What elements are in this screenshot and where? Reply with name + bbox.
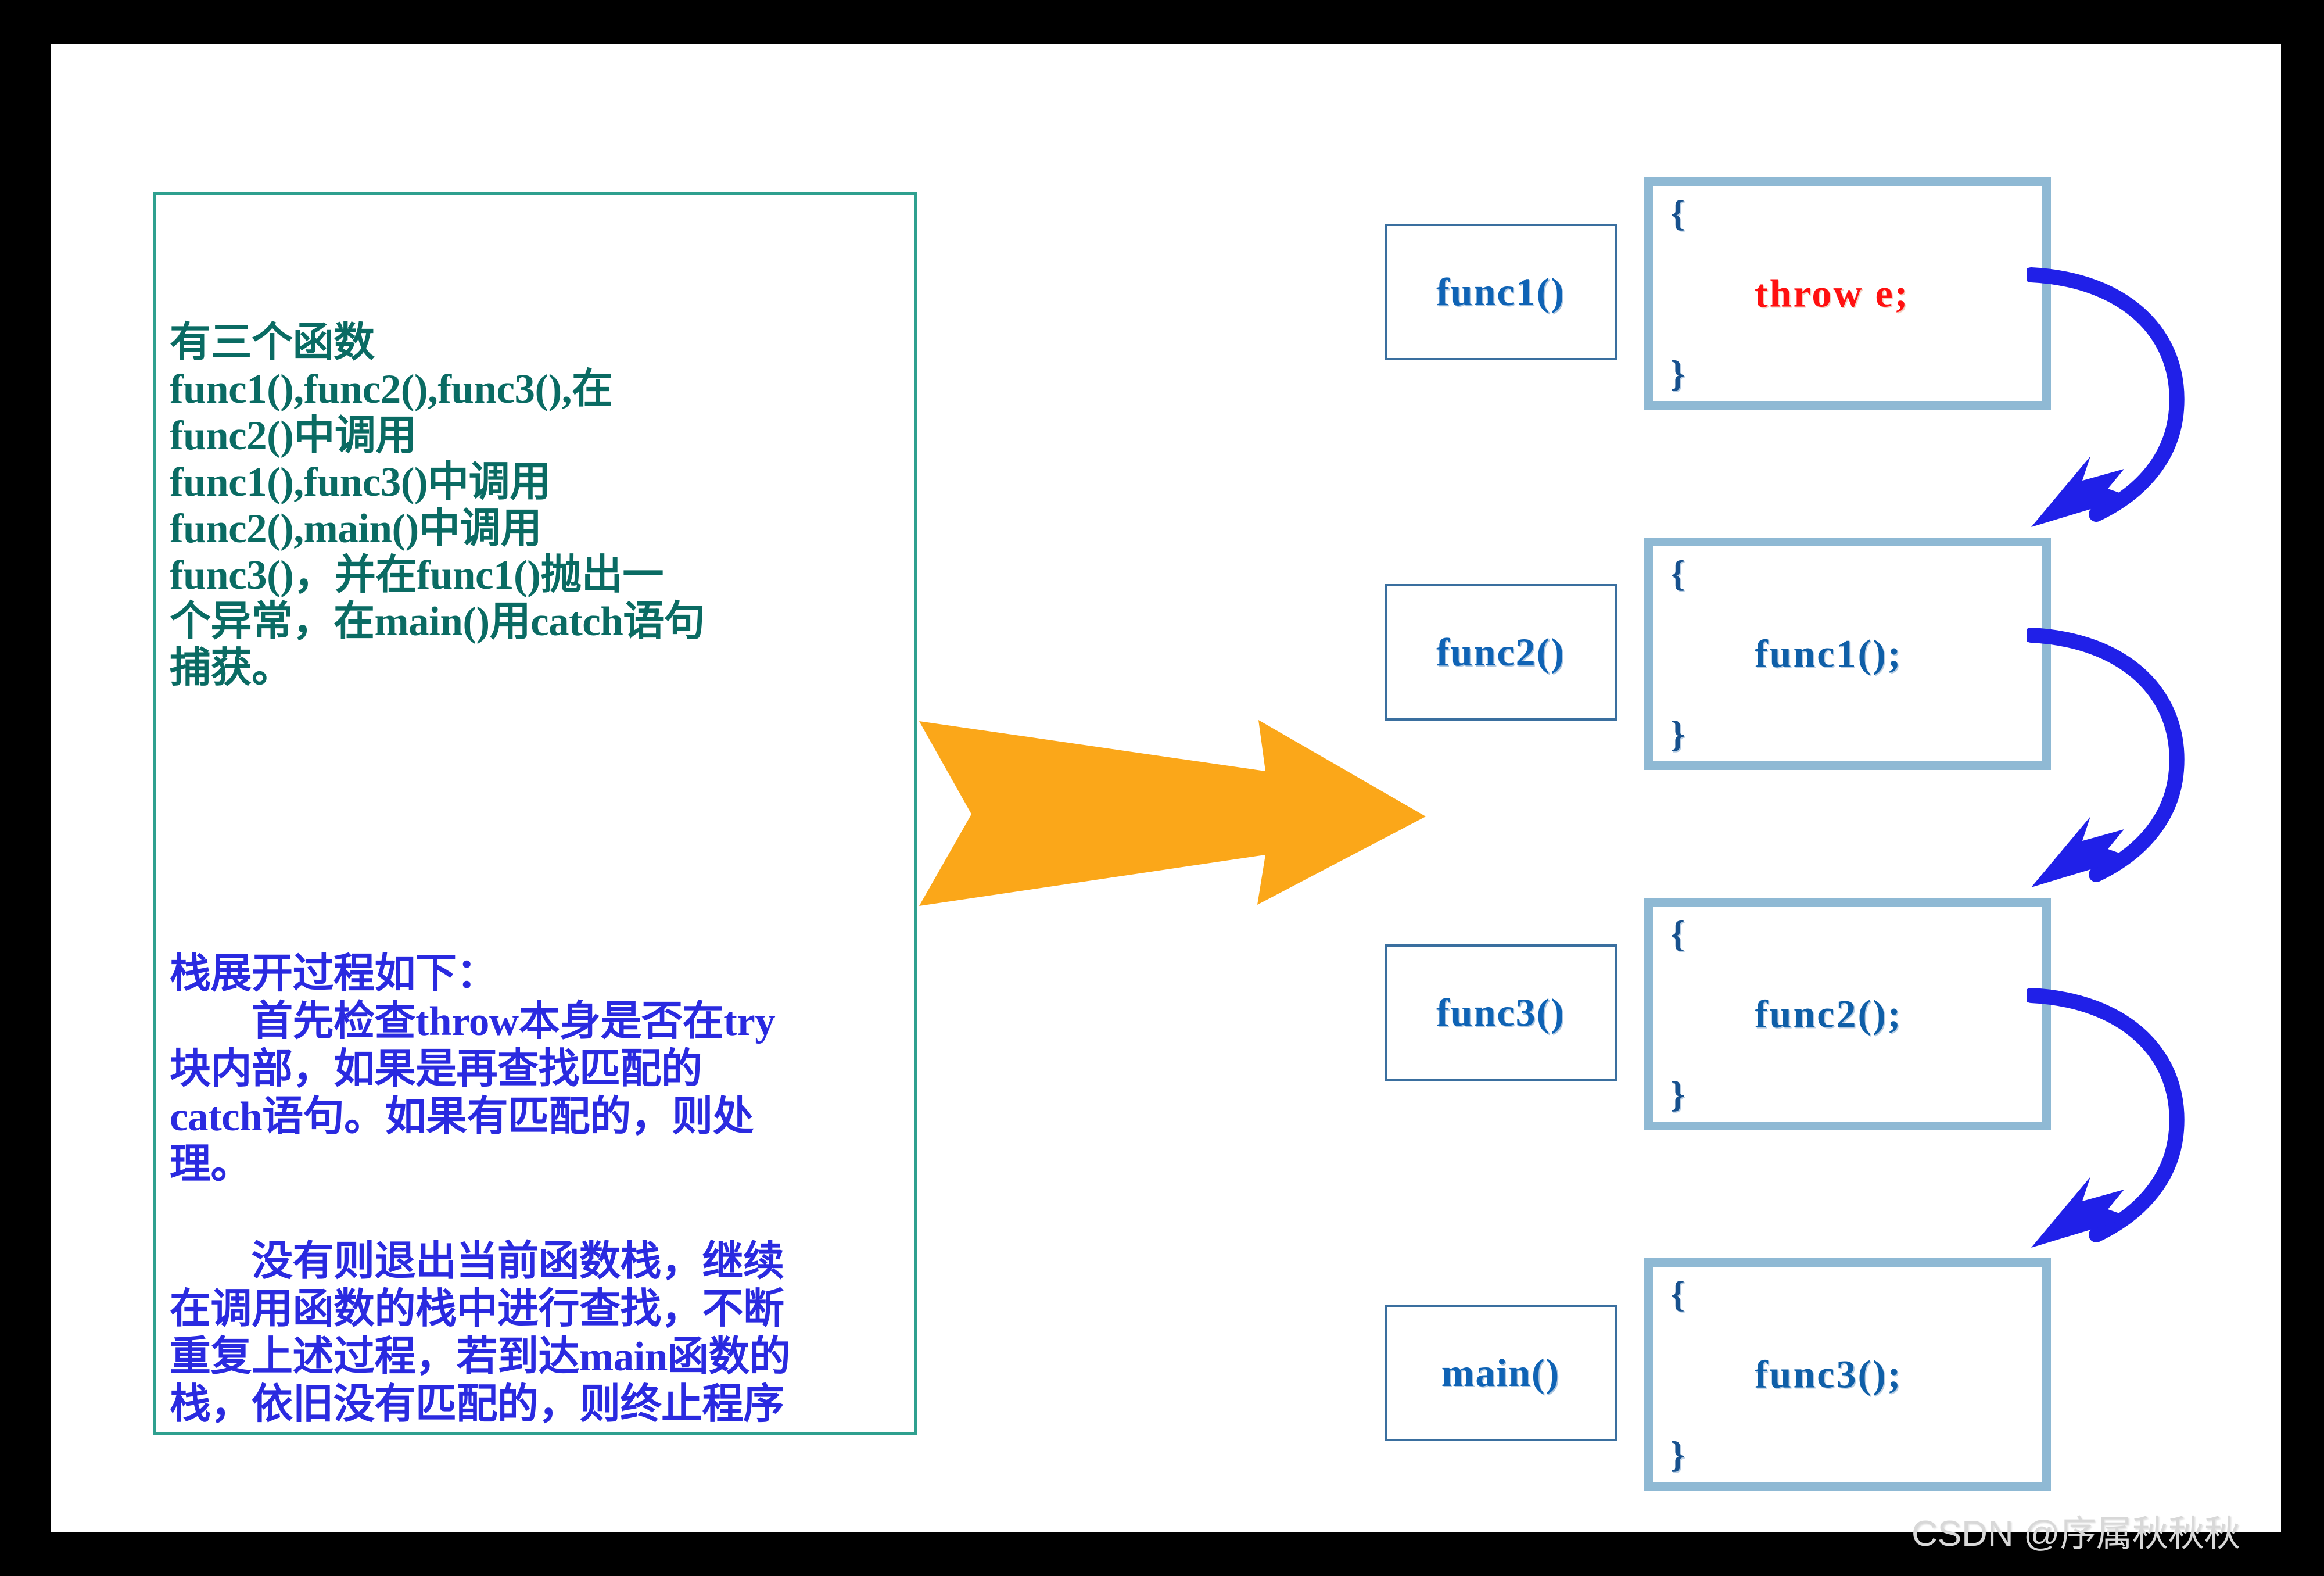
function-label-0: func1()	[1385, 224, 1617, 360]
close-brace-0: }	[1670, 353, 1685, 394]
csdn-watermark: CSDN @序属秋秋秋	[1911, 1514, 2240, 1554]
open-brace-1: {	[1670, 553, 1685, 594]
flow-arrow-2	[2024, 985, 2259, 1258]
stack-frame-2: func3() { func2(); }	[1370, 898, 2324, 1248]
flow-arrow-0	[2024, 264, 2259, 538]
stack-frame-0: func1() { throw e; }	[1370, 177, 2324, 527]
open-brace-3: {	[1670, 1273, 1685, 1314]
close-brace-1: }	[1670, 713, 1685, 754]
explanation-text-box: 有三个函数 func1(),func2(),func3(),在 func2()中…	[153, 192, 917, 1435]
code-statement-3: func3();	[1755, 1352, 1903, 1396]
close-brace-2: }	[1670, 1073, 1685, 1115]
code-statement-0: throw e;	[1755, 271, 1910, 316]
code-box-3: { func3(); }	[1644, 1258, 2051, 1491]
close-brace-3: }	[1670, 1434, 1685, 1475]
stack-frame-3: main() { func3(); }	[1370, 1258, 2324, 1491]
code-statement-1: func1();	[1755, 631, 1903, 676]
function-label-1: func2()	[1385, 584, 1617, 721]
flow-arrow-1	[2024, 625, 2259, 898]
orange-right-arrow-icon	[917, 718, 1428, 909]
function-label-3: main()	[1385, 1305, 1617, 1441]
slide-canvas: 有三个函数 func1(),func2(),func3(),在 func2()中…	[51, 44, 2281, 1532]
code-box-2: { func2(); }	[1644, 898, 2051, 1130]
open-brace-0: {	[1670, 192, 1685, 234]
code-box-1: { func1(); }	[1644, 538, 2051, 770]
code-statement-2: func2();	[1755, 991, 1903, 1036]
code-box-0: { throw e; }	[1644, 177, 2051, 410]
function-label-2: func3()	[1385, 944, 1617, 1081]
call-stack-diagram: func1() { throw e; } func2() { func1(); …	[1370, 177, 2324, 1491]
open-brace-2: {	[1670, 913, 1685, 954]
explanation-green-paragraph: 有三个函数 func1(),func2(),func3(),在 func2()中…	[170, 320, 705, 691]
stack-frame-1: func2() { func1(); }	[1370, 538, 2324, 887]
explanation-blue-paragraph-1: 栈展开过程如下： 首先检查throw本身是否在try 块内部，如果是再查找匹配的…	[170, 951, 776, 1187]
explanation-blue-paragraph-2: 没有则退出当前函数栈，继续 在调用函数的栈中进行查找，不断 重复上述过程，若到达…	[170, 1239, 791, 1427]
